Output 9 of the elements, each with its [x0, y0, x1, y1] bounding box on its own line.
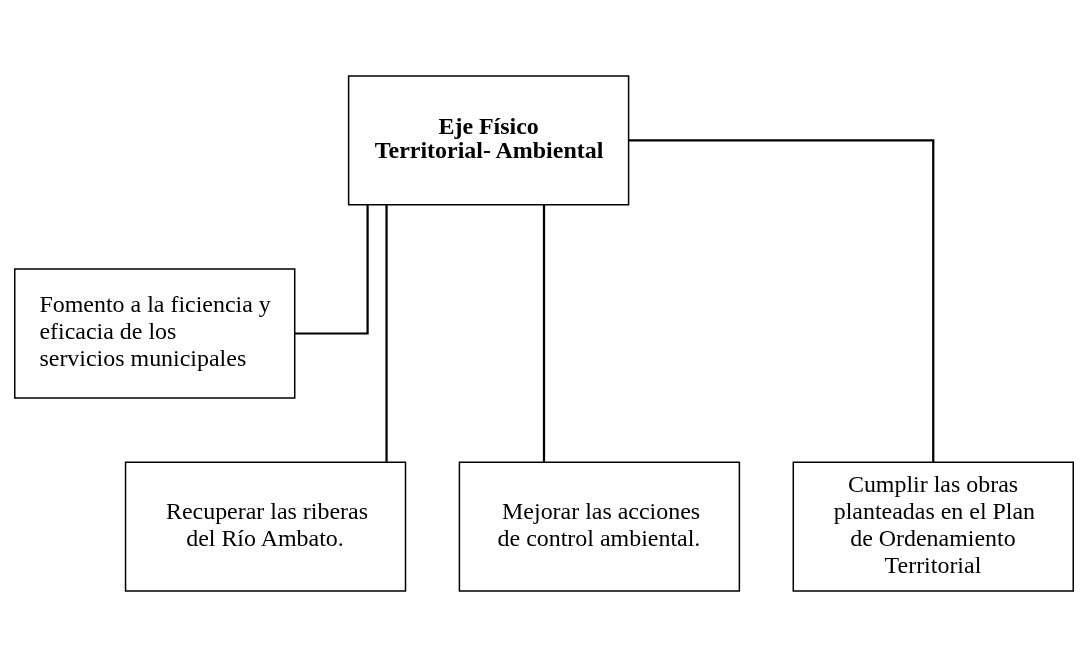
connector [385, 204, 388, 462]
connector [542, 204, 546, 462]
connector [628, 138, 935, 462]
node-box: Cumplir las obras planteadas en el Plan de Ordenamiento Territorial [792, 461, 1074, 592]
node-box: Recuperar las riberas del Río Ambato. [124, 461, 407, 592]
node-box: Mejorar las acciones de control ambiental. [458, 461, 741, 592]
node-box: Eje Físico Territorial- Ambiental [347, 74, 630, 205]
connector [294, 204, 369, 335]
node-box: Fomento a la ficiencia y eficacia de los servicios municipales [14, 267, 296, 399]
